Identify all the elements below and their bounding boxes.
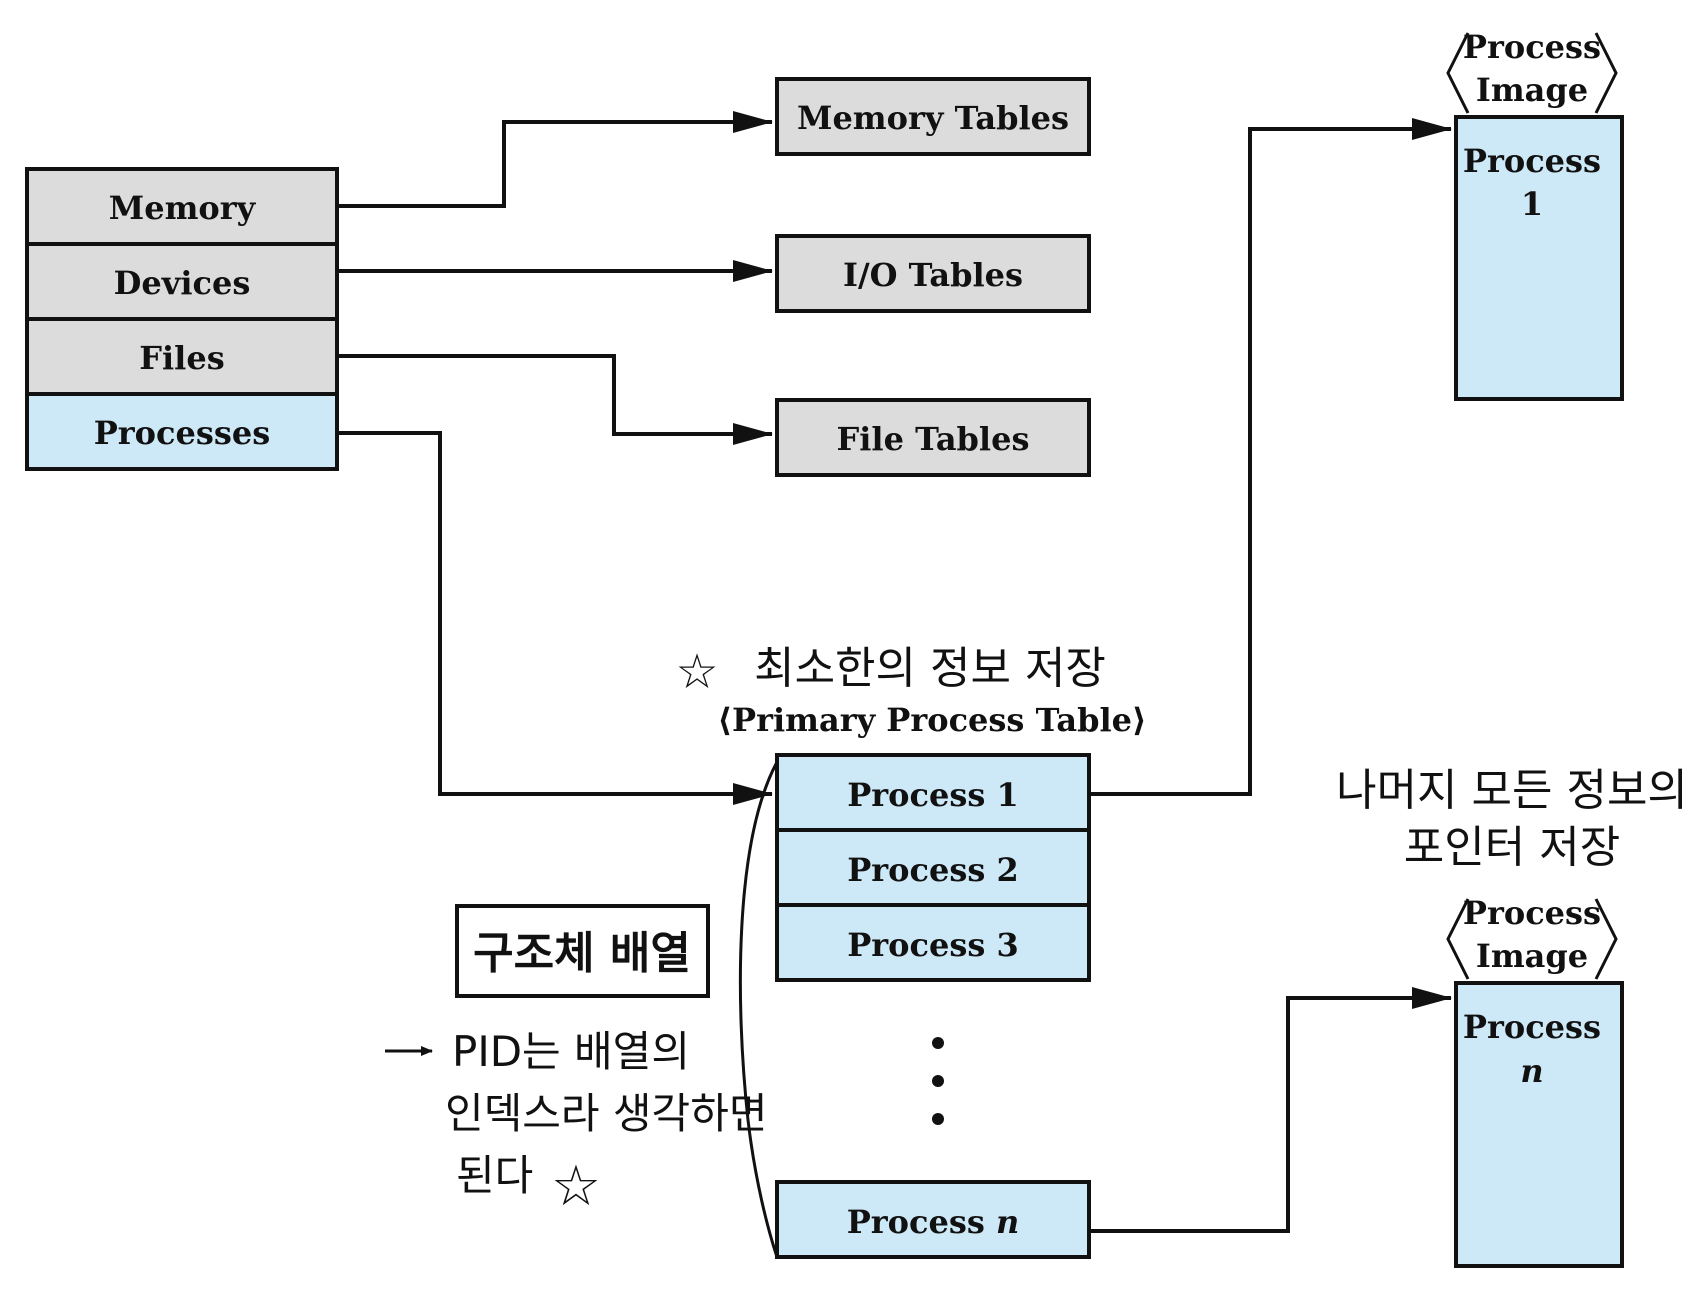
resource-files-label: Files bbox=[139, 339, 224, 377]
table-row-label: Process 3 bbox=[847, 926, 1019, 964]
resource-memory-box bbox=[25, 167, 339, 246]
ellipsis-dot bbox=[932, 1113, 944, 1125]
process-1-image-arrow bbox=[1089, 118, 1452, 796]
process-image-header-line1: Process bbox=[1463, 28, 1601, 66]
annotation-pid-line1: PID는 배열의 bbox=[452, 1027, 690, 1076]
process-image-n-number: n bbox=[1520, 1052, 1543, 1090]
table-row-label: Process 2 bbox=[847, 851, 1019, 889]
annotation-pid-line3: 된다 bbox=[456, 1151, 533, 1200]
table-row-label-n: Process n bbox=[847, 1203, 1020, 1241]
memory-tables-label: Memory Tables bbox=[797, 99, 1069, 137]
bracket-curve bbox=[738, 761, 779, 1258]
resource-connectors bbox=[337, 111, 773, 805]
resource-devices-label: Devices bbox=[114, 264, 251, 302]
file-tables-box bbox=[775, 398, 1091, 477]
tables-group: Memory Tables I/O Tables File Tables bbox=[775, 77, 1091, 477]
process-image-1: Process Image Process 1 bbox=[1446, 28, 1624, 401]
angle-bracket-left bbox=[1446, 32, 1470, 114]
handwritten-annotations: 최소한의 정보 저장 ☆ 나머지 모든 정보의 포인터 저장 구조체 배열 PI… bbox=[385, 643, 1688, 1258]
star-icon: ☆ bbox=[551, 1154, 601, 1219]
process-n-image-arrow bbox=[1089, 987, 1452, 1233]
annotation-pointer-line1: 나머지 모든 정보의 bbox=[1336, 765, 1688, 816]
resource-memory-label: Memory bbox=[109, 189, 257, 227]
image-connectors bbox=[1089, 118, 1452, 1233]
process-image-1-number: 1 bbox=[1521, 185, 1543, 223]
table-row-process-2 bbox=[775, 828, 1091, 907]
process-image-1-box bbox=[1454, 115, 1624, 401]
file-tables-label: File Tables bbox=[837, 420, 1030, 458]
angle-bracket-right bbox=[1594, 898, 1618, 980]
memory-tables-box bbox=[775, 77, 1091, 156]
process-image-1-label: Process bbox=[1463, 142, 1601, 180]
files-arrow bbox=[337, 354, 773, 445]
process-image-n: Process Image Process n bbox=[1446, 894, 1624, 1268]
process-image-header-line2: Image bbox=[1476, 937, 1588, 975]
annotation-pid-line2: 인덱스라 생각하면 bbox=[445, 1089, 767, 1138]
annotation-struct-array: 구조체 배열 bbox=[473, 928, 691, 979]
io-tables-label: I/O Tables bbox=[843, 256, 1023, 294]
resource-processes-label: Processes bbox=[94, 414, 271, 452]
process-image-header-line1: Process bbox=[1463, 894, 1601, 932]
process-image-header-line2: Image bbox=[1476, 71, 1588, 109]
ellipsis-dot bbox=[932, 1037, 944, 1049]
struct-array-box bbox=[455, 904, 710, 998]
process-image-n-label: Process bbox=[1463, 1008, 1601, 1046]
star-icon: ☆ bbox=[675, 644, 718, 700]
angle-bracket-right bbox=[1594, 32, 1618, 114]
process-image-n-box bbox=[1454, 981, 1624, 1268]
memory-arrow bbox=[337, 111, 773, 208]
processes-arrow bbox=[337, 431, 773, 805]
table-row-process-n bbox=[775, 1180, 1091, 1259]
resource-stack: Memory Devices Files Processes bbox=[25, 167, 339, 471]
annotation-pointer-line2: 포인터 저장 bbox=[1404, 822, 1620, 873]
table-row-process-3 bbox=[775, 903, 1091, 982]
resource-devices-box bbox=[25, 242, 339, 321]
io-tables-box bbox=[775, 234, 1091, 313]
ellipsis-dot bbox=[932, 1075, 944, 1087]
annotation-min-info: 최소한의 정보 저장 bbox=[754, 643, 1106, 694]
primary-table-title: ⟨Primary Process Table⟩ bbox=[717, 701, 1146, 739]
primary-process-table: ⟨Primary Process Table⟩ Process 1 Proces… bbox=[717, 701, 1147, 1259]
angle-bracket-left bbox=[1446, 898, 1470, 980]
table-row-label: Process 1 bbox=[847, 776, 1019, 814]
